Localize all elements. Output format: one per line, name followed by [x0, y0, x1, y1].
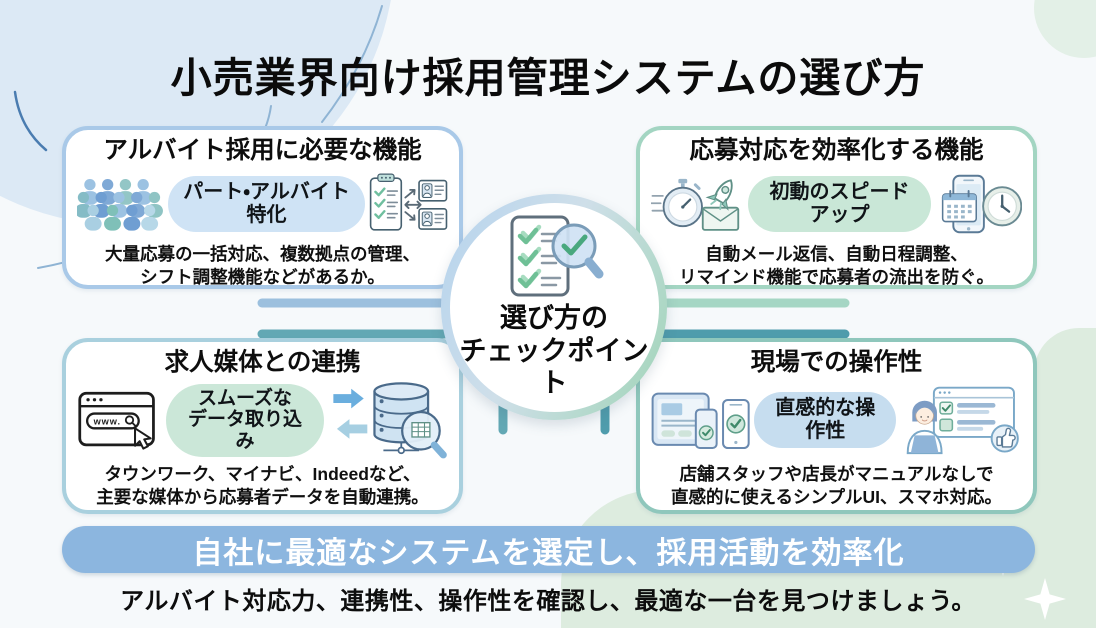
page-title: 小売業界向け採用管理システムの選び方 [170, 55, 926, 101]
center-label-line2: チェックポイント [459, 335, 649, 399]
box-heading: アルバイト採用に必要な機能 [103, 137, 422, 164]
devices-check-icon [651, 392, 750, 450]
box-body: 大量応募の一括対応、複数拠点の管理、 シフト調整機能などがあるか。 [76, 243, 449, 292]
body-line: リマインド機能で応募者の流出を防ぐ。 [679, 267, 994, 288]
box-body: 自動メール返信、自動日程調整、 リマインド機能で応募者の流出を防ぐ。 [650, 243, 1023, 292]
database-magnifier-icon [333, 382, 448, 459]
box-heading: 現場での操作性 [750, 349, 923, 376]
center-label-line1: 選び方の [500, 302, 608, 333]
badge-line: 初動のスピードアップ [769, 181, 910, 227]
body-line: 直感的に使えるシンプルUI、スマホ対応。 [671, 487, 1002, 508]
body-line: 店舗スタッフや店長がマニュアルなしで [679, 464, 994, 485]
badge-line: スムーズな [197, 387, 293, 409]
feature-badge: 初動のスピードアップ [748, 176, 931, 233]
crowd-icon [77, 179, 163, 232]
svg-text:www.: www. [93, 417, 121, 427]
body-line: シフト調整機能などがあるか。 [140, 267, 385, 288]
center-label: 選び方の チェックポイント [450, 302, 659, 401]
phone-calendar-clock-icon [941, 175, 1022, 234]
badge-line: データ取り込み [187, 409, 302, 453]
footer-note: アルバイト対応力、連携性、操作性を確認し、最適な一台を見つけましょう。 [120, 588, 976, 615]
box-media-integration: 求人媒体との連携 www. スムーズなデータ取り込み [62, 338, 463, 514]
checklist-magnifier-icon [510, 215, 604, 297]
checklist-id-cards-icon [369, 173, 448, 232]
center-checkpoint-circle: 選び方の チェックポイント [441, 194, 667, 420]
box-response-efficiency: 応募対応を効率化する機能 [636, 126, 1037, 289]
body-line: タウンワーク、マイナビ、Indeedなど、 [104, 464, 421, 485]
box-heading: 求人媒体との連携 [164, 349, 361, 376]
box-body: 店舗スタッフや店長がマニュアルなしで 直感的に使えるシンプルUI、スマホ対応。 [650, 463, 1023, 512]
browser-search-icon: www. [78, 392, 155, 450]
center-circle-inner: 選び方の チェックポイント [449, 202, 659, 412]
badge-line: 直感的な操作性 [775, 397, 876, 443]
conclusion-banner: 自社に最適なシステムを選定し、採用活動を効率化 [62, 526, 1035, 573]
staff-ui-thumbsup-icon [907, 387, 1020, 455]
conclusion-banner-text: 自社に最適なシステムを選定し、採用活動を効率化 [192, 536, 905, 570]
box-heading: 応募対応を効率化する機能 [689, 137, 984, 164]
feature-badge: 直感的な操作性 [754, 392, 897, 449]
body-line: 自動メール返信、自動日程調整、 [705, 244, 968, 265]
box-body: タウンワーク、マイナビ、Indeedなど、 主要な媒体から応募者データを自動連携… [76, 463, 449, 512]
body-line: 大量応募の一括対応、複数拠点の管理、 [105, 244, 420, 265]
box-onsite-usability: 現場での操作性 直感的な操作性 [636, 338, 1037, 514]
stopwatch-rocket-mail-icon [651, 179, 740, 232]
feature-badge: スムーズなデータ取り込み [165, 383, 325, 458]
body-line: 主要な媒体から応募者データを自動連携。 [96, 487, 429, 508]
feature-badge: パート・アルバイト特化 [168, 176, 365, 233]
badge-line: パート・アルバイト特化 [183, 181, 350, 227]
box-parttime-features: アルバイト採用に必要な機能 パート・アルバイト特化 [62, 126, 463, 289]
